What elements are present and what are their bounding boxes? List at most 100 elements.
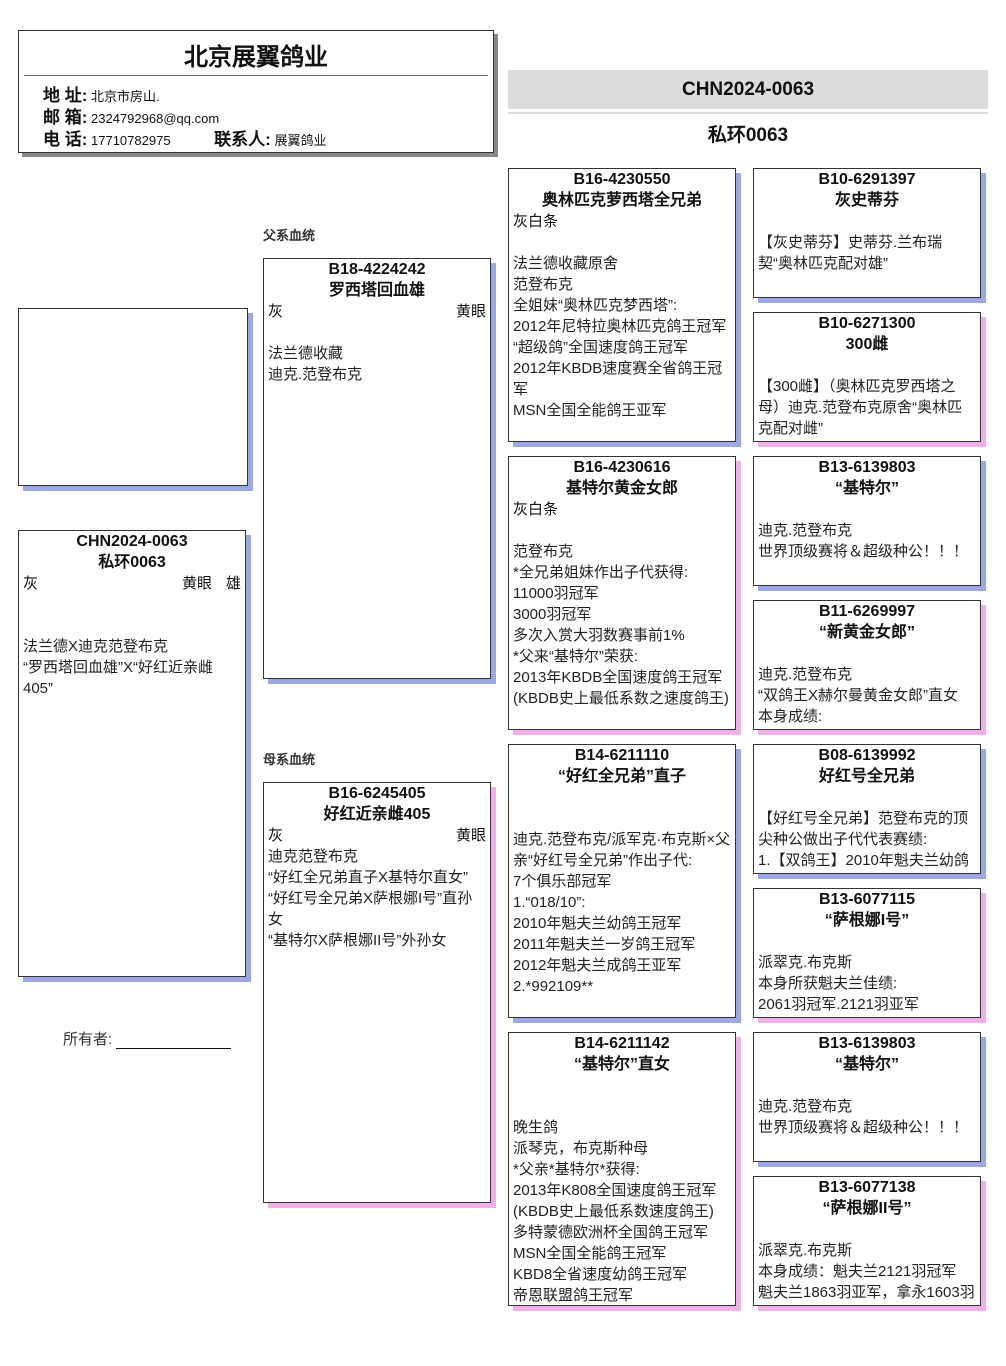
ring-number: B08-6139992 xyxy=(818,747,916,764)
bird-card-dds[interactable]: B13-6139803“基特尔”迪克.范登布克世界顶级赛将＆超级种公！！！ xyxy=(753,1032,981,1162)
description-line: 派琴克，布克斯种母 xyxy=(513,1140,649,1157)
owner-label: 所有者: xyxy=(63,1031,113,1048)
spacer xyxy=(758,355,976,376)
description-line: 全姐妹“奥林匹克梦西塔”: xyxy=(513,297,678,314)
description-line: “好红号全兄弟X萨根娜I号”直孙女 xyxy=(268,890,473,928)
description-line: 2012年KBDB速度赛全省鸽王冠军 xyxy=(513,360,723,398)
contact-label: 联系人: xyxy=(214,130,271,149)
spacer xyxy=(758,1075,976,1096)
description-line: MSN全国全能鸽王冠军 xyxy=(513,1245,667,1262)
description-line: 【300雌】（奥林匹克罗西塔之母）迪克.范登布克原舍“奥林匹克配对雌” xyxy=(758,378,963,437)
bird-name: “新黄金女郎” xyxy=(818,624,915,641)
ring-number: B14-6211110 xyxy=(574,747,670,764)
description-line: *父来“基特尔”荣获: xyxy=(513,648,638,665)
spacer xyxy=(513,232,731,253)
description-line: 派翠克.布克斯 xyxy=(758,1242,853,1259)
bird-name: “基特尔” xyxy=(834,480,899,497)
bird-card-dsd[interactable]: B13-6077115“萨根娜I号”派翠克.布克斯本身所获魁夫兰佳绩:2061羽… xyxy=(753,888,981,1018)
photo-placeholder[interactable] xyxy=(18,308,248,486)
description-line: 迪克.范登布克/派军克·布克斯×父亲“好红号全兄弟”作出子代: xyxy=(513,831,731,869)
description-line: (KBDB史上最低系数之速度鸽王) xyxy=(513,690,729,707)
description-line: *父亲*基特尔*获得: xyxy=(513,1161,640,1178)
eye-value: 黄眼 xyxy=(455,827,486,844)
description-line: 2013年KBDB全国速度鸽王冠军 xyxy=(513,669,723,686)
traits-row: 灰 黄眼 xyxy=(268,825,486,846)
description-line: 范登布克 xyxy=(513,276,574,293)
ring-number: B16-4230616 xyxy=(573,459,671,476)
description-line: 多特蒙德欧洲杯全国鸽王冠军 xyxy=(513,1224,709,1241)
bird-card-sdd[interactable]: B11-6269997“新黄金女郎”迪克.范登布克“双鸽王X赫尔曼黄金女郎”直女… xyxy=(753,600,981,730)
address-label: 地 址: xyxy=(43,86,88,105)
bird-card-ds[interactable]: B14-6211110 “好红全兄弟”直子迪克.范登布克/派军克·布克斯×父亲“好… xyxy=(508,744,736,1018)
ring-number: B10-6271300 xyxy=(818,315,916,332)
bird-card-dss[interactable]: B08-6139992 好红号全兄弟【好红号全兄弟】范登布克的顶尖种公做出子代代表… xyxy=(753,744,981,874)
description-line: 2061羽冠军.2121羽亚军 xyxy=(758,996,919,1013)
spacer xyxy=(758,1219,976,1240)
bird-card-ddd[interactable]: B13-6077138“萨根娜II号”派翠克.布克斯本身成绩：魁夫兰2121羽冠… xyxy=(753,1176,981,1306)
bird-card-sds[interactable]: B13-6139803“基特尔”迪克.范登布克世界顶级赛将＆超级种公！！！ xyxy=(753,456,981,586)
bird-card-dd[interactable]: B14-6211142“基特尔”直女晚生鸽派琴克，布克斯种母*父亲*基特尔*获得… xyxy=(508,1032,736,1306)
description-line: 法兰德X迪克范登布克 xyxy=(23,638,169,655)
description-line: 迪克范登布克 xyxy=(268,848,359,865)
sire-line-label: 父系血统 xyxy=(263,228,316,243)
ring-number: B16-6245405 xyxy=(328,785,426,802)
ring-code-band: CHN2024-0063 xyxy=(508,70,988,109)
description-line: 2010年魁夫兰幼鸽王冠军 xyxy=(513,915,682,932)
bird-name: “好红全兄弟”直子 xyxy=(557,768,686,785)
description-line: 晚生鸽 xyxy=(513,1119,559,1136)
ring-number: B18-4224242 xyxy=(328,261,426,278)
description-line: “基特尔X萨根娜II号”外孙女 xyxy=(268,932,447,949)
color-value: 灰 xyxy=(23,575,39,592)
sex-value: 雄 xyxy=(225,575,241,592)
phone-label: 电 话: xyxy=(43,130,88,149)
band-divider xyxy=(508,112,988,114)
bird-name: 基特尔黄金女郎 xyxy=(565,480,678,497)
traits-row: 灰 黄眼雄 xyxy=(23,573,241,594)
description-line: 1.“018/10”: xyxy=(513,894,586,911)
ring-name: 私环0063 xyxy=(707,125,789,146)
contact-value: 展翼鸽业 xyxy=(274,133,327,148)
traits-row: 灰黄眼 xyxy=(268,301,486,322)
owner-field[interactable]: 所有者: xyxy=(63,1028,232,1049)
spacer xyxy=(758,787,976,808)
description-line: 世界顶级赛将＆超级种公！！！ xyxy=(758,543,969,560)
description-line: 法兰德收藏原舍 xyxy=(513,255,619,272)
bird-name: 好红号全兄弟 xyxy=(818,768,915,785)
spacer xyxy=(513,787,731,808)
description-line: 世界顶级赛将＆超级种公！！！ xyxy=(758,1119,969,1136)
description-line: 3000羽冠军 xyxy=(513,606,592,623)
spacer xyxy=(23,615,241,636)
description-line: 迪克.范登布克 xyxy=(758,666,853,683)
description-line: 2013年K808全国速度鸽王冠军 xyxy=(513,1182,717,1199)
description-line: 2012年魁夫兰成鸽王亚军 xyxy=(513,957,682,974)
description-line: “超级鸽”全国速度鸽王冠军 xyxy=(513,339,688,356)
bird-name: 罗西塔回血雄 xyxy=(328,282,425,299)
spacer xyxy=(758,643,976,664)
description-line: 2011年魁夫兰一岁鸽王冠军 xyxy=(513,936,696,953)
ring-number: B16-4230550 xyxy=(573,171,671,188)
email-value: 2324792968@qq.com xyxy=(91,111,220,126)
header-divider xyxy=(24,75,488,76)
description-line: 魁夫兰1863羽亚军，拿永1603羽冠军 xyxy=(758,1284,975,1301)
description-line: 本身成绩：魁夫兰2121羽冠军 xyxy=(758,1263,957,1280)
ring-number: B10-6291397 xyxy=(818,171,916,188)
owner-blank-line[interactable] xyxy=(116,1032,232,1049)
spacer xyxy=(268,322,486,343)
description-line: 【灰史蒂芬】史蒂芬.兰布瑞契“奥林匹克配对雄” xyxy=(758,234,943,272)
description-line: 本身成绩: xyxy=(758,708,823,725)
color-value: 灰 xyxy=(268,827,284,844)
description-line: 【好红号全兄弟】范登布克的顶尖种公做出子代代表赛绩: xyxy=(758,810,969,848)
description-line: 帝恩联盟鸽王冠军 xyxy=(513,1287,634,1304)
bird-name: 私环0063 xyxy=(98,554,166,571)
eye-sex: 黄眼雄 xyxy=(168,573,241,594)
description-line: *全兄弟姐妹作出子代获得: xyxy=(513,564,689,581)
color-value: 灰白条 xyxy=(513,501,559,518)
